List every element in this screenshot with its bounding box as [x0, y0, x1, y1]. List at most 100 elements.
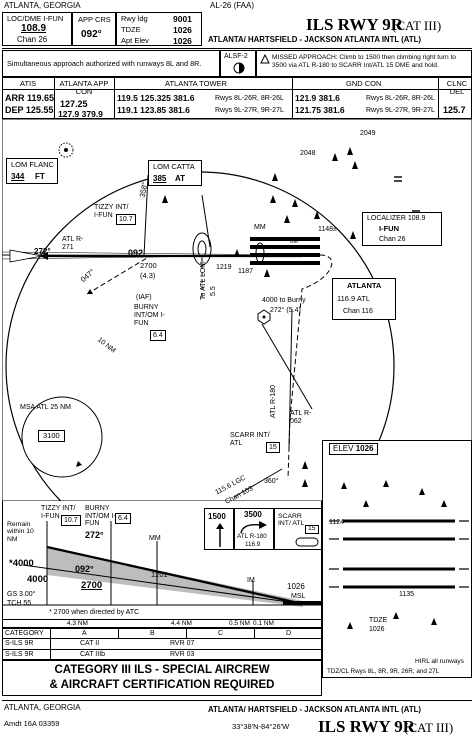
min-cat-c: C	[218, 630, 224, 637]
profile-alt-4000a: *4000	[9, 558, 34, 569]
msa-altitude: 3100	[38, 430, 65, 442]
footer-city: ATLANTA, GEORGIA	[4, 703, 81, 712]
gnd-freq-2: 121.75 381.6	[295, 105, 345, 115]
lom-catta-icon	[192, 232, 212, 266]
radial-358	[143, 174, 149, 257]
sketch-elev-1135: 1135	[399, 591, 415, 598]
profile-alt-1026: 1026	[287, 582, 305, 591]
iaf-label: (IAF)	[136, 294, 152, 301]
lom-catta-label: LOM CATTA	[153, 162, 195, 171]
plan-scarr: SCARR INT/ ATL	[230, 432, 270, 447]
twr-note-2: Rwys 9L-27R, 9R-27L	[215, 107, 284, 114]
glide-slope-line	[46, 545, 304, 606]
profile-burny: BURNY INT/OM I-FUN	[85, 505, 116, 528]
profile-crs-092: 092°	[75, 564, 94, 574]
loc-box-chan: Chan 26	[379, 236, 406, 243]
to-atl-lom-dist: 5.5	[210, 286, 217, 296]
min-cat-b: B	[150, 630, 155, 637]
sketch-elev-value: 1026	[355, 444, 374, 453]
app-crs-label: APP CRS	[78, 15, 111, 24]
category-note-box: CATEGORY III ILS - SPECIAL AIRCREW & AIR…	[2, 660, 322, 696]
profile-tch: TCH 55	[7, 600, 32, 607]
profile-im: IM	[247, 577, 255, 584]
alsf-box: ALSF-2	[220, 50, 256, 77]
profile-msl: MSL	[291, 593, 306, 600]
tizzy-dme: 10.7	[116, 214, 136, 225]
airport-diagram	[329, 480, 469, 629]
apt-elev-label: Apt Elev	[121, 36, 149, 45]
missed-alt-1500: 1500	[208, 512, 226, 521]
category-note-1: CATEGORY III ILS - SPECIAL AIRCREW	[54, 664, 270, 676]
missed-box-3: SCARR INT/ ATL 15	[274, 508, 322, 550]
gnd-label: GND CON	[346, 79, 382, 88]
vortac-box: ATLANTA 116.9 ATL Chan 116	[332, 278, 396, 320]
profile-alt-4000b: 4000	[27, 574, 49, 585]
distance-bar: 4.3 NM 4.4 NM 0.5 NM 0.1 NM	[2, 619, 322, 628]
missed-box-1: 1500	[204, 508, 234, 550]
footer-coords: 33°38'N-84°26'W	[232, 722, 290, 731]
burny-dme: 6.4	[150, 330, 166, 341]
missed-approach-text: MISSED APPROACH: Climb to 1500 then clim…	[272, 54, 456, 70]
min-category-label: CATEGORY	[5, 630, 44, 637]
lom-flanc-freq: 344	[11, 172, 25, 181]
loc-box-id: I-FUN	[379, 224, 399, 233]
profile-note-2700-text: 2700 when directed by ATC	[53, 609, 140, 616]
mm-marker-icon	[255, 242, 265, 264]
plan-im: IM	[290, 238, 298, 245]
gnd-note-2: Rwys 9L-27R, 9R-27L	[366, 107, 435, 114]
profile-note-2700: * 2700 when directed by ATC	[49, 609, 140, 616]
chart-title: ILS RWY 9R	[306, 15, 404, 34]
gnd-freq-1: 121.9 381.6	[295, 93, 340, 103]
missed-approach-path	[287, 254, 333, 480]
msa-label: MSA ATL 25 NM	[20, 404, 71, 411]
plan-mm: MM	[254, 224, 266, 231]
footer-title-cat: (CAT III)	[404, 720, 454, 735]
rwy-ldg-label: Rwy ldg	[121, 14, 148, 23]
min-row-1-cat: CAT II	[80, 640, 100, 647]
crs-272: 272°	[34, 247, 51, 256]
profile-mm: MM	[149, 535, 161, 542]
twr-label: ATLANTA TOWER	[165, 79, 227, 88]
lom-catta-box: LOM CATTA 385 AT	[148, 160, 202, 186]
atl-r062: ATL R-062	[290, 410, 312, 425]
min-row-2-rvr: RVR 03	[170, 651, 195, 658]
seg-3: 0.5 NM	[229, 620, 250, 627]
lom-catta-freq: 385	[153, 174, 167, 183]
missed-scarr-dme: 15	[305, 525, 319, 534]
loc-info-box: LOC/DME I-FUN 108.9 Chan 26	[2, 12, 72, 46]
app-crs-box: APP CRS 092°	[72, 12, 116, 46]
runway-complex	[250, 237, 320, 265]
airport-name: ATLANTA/ HARTSFIELD - JACKSON ATLANTA IN…	[208, 35, 421, 44]
elev-2049: 2049	[360, 130, 376, 137]
lom-catta-id: AT	[175, 174, 186, 183]
lom-flanc-label: LOM FLANC	[11, 160, 54, 169]
app-label: ATLANTA APP CON	[59, 79, 109, 96]
airport-sketch: ELEV 1026 1124 1135 TDZE	[322, 440, 472, 678]
tdze-value: 1026	[173, 25, 192, 35]
footer-airport: ATLANTA/ HARTSFIELD - JACKSON ATLANTA IN…	[208, 705, 421, 714]
chart-title-cat: (CAT III)	[392, 18, 442, 33]
simul-note: Simultaneous approach authorized with ru…	[7, 59, 202, 68]
rwy-ldg-value: 9001	[173, 14, 192, 24]
elev-2048: 2048	[300, 150, 316, 157]
elev-1219: 1219	[216, 264, 232, 271]
climb-arrow-icon	[216, 523, 224, 547]
min-row-2-cat: CAT IIIb	[80, 651, 106, 658]
profile-tizzy: TIZZY INT/ I-FUN	[41, 505, 76, 520]
sketch-tdze-label: TDZE	[369, 617, 388, 624]
tizzy-label: TIZZY INT/ I-FUN	[94, 204, 129, 219]
runway-data-box: Rwy ldg 9001 TDZE 1026 Apt Elev 1026	[116, 12, 202, 46]
app-freq-2: 127.9 379.9	[58, 109, 103, 119]
sketch-elev-1124: 1124	[329, 519, 345, 526]
divider	[2, 48, 472, 49]
min-row-1-rvr: RVR 07	[170, 640, 195, 647]
seg-2: 4.4 NM	[171, 620, 192, 627]
alsf-symbol-icon	[233, 62, 245, 74]
profile-tizzy-dme: 10.7	[61, 515, 81, 526]
profile-burny-dme: 6.4	[115, 513, 131, 524]
burny-label: BURNY INT/OM I-FUN	[134, 304, 165, 328]
sketch-tdze-value: 1026	[369, 626, 385, 633]
elev-1187: 1187	[238, 268, 254, 275]
min-row-1-name: S-ILS 9R	[5, 640, 34, 647]
